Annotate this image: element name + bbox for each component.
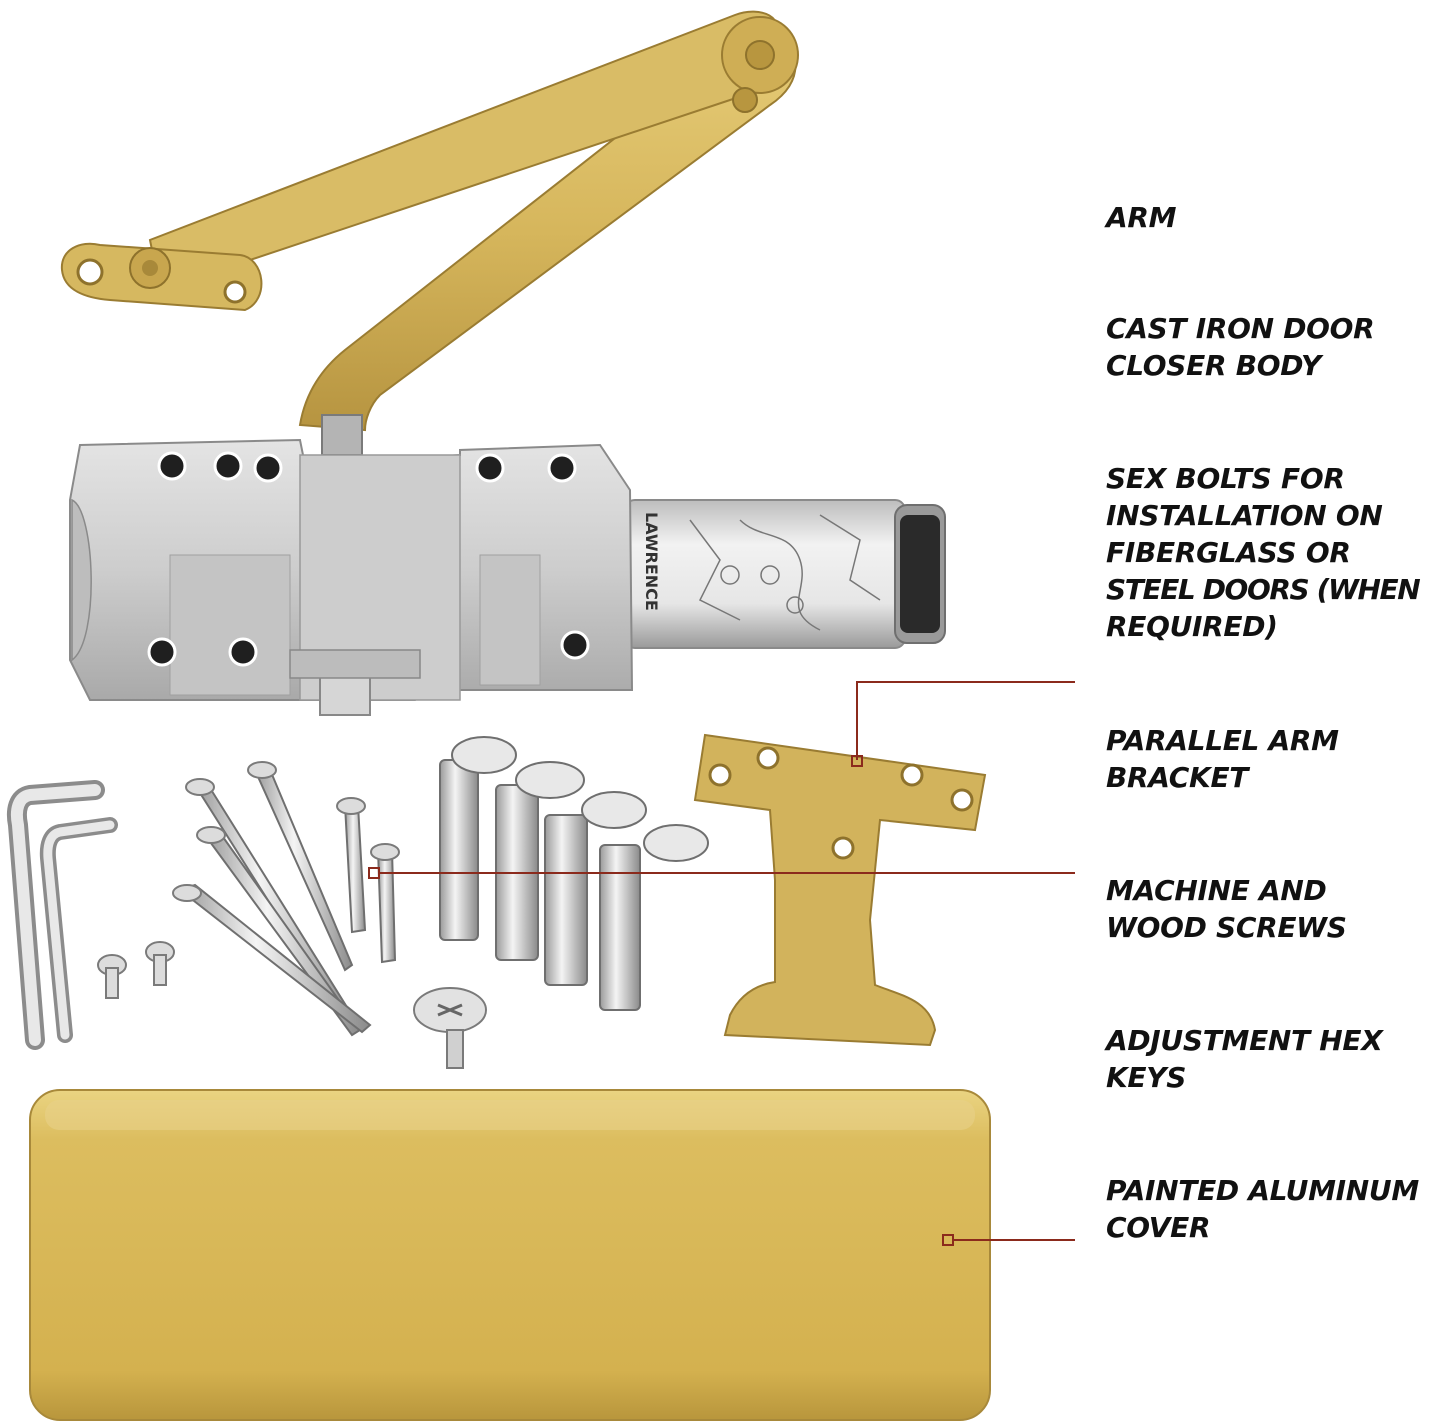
sex-bolts <box>439 736 709 1011</box>
label-line: INSTALLATION ON <box>1106 499 1383 532</box>
label-line: CAST IRON DOOR <box>1106 312 1375 345</box>
label-line: STEEL DOORS (WHEN <box>1106 573 1421 606</box>
label-painted-aluminum-cover: PAINTED ALUMINUM COVER <box>1106 1172 1445 1246</box>
screws-leader-marker <box>368 867 380 879</box>
cover-leader-marker <box>942 1234 954 1246</box>
label-adjustment-hex-keys: ADJUSTMENT HEX KEYS <box>1106 1022 1445 1096</box>
bracket-leader-line <box>856 681 1075 760</box>
closer-body: LAWRENCE <box>69 438 946 716</box>
label-line: REQUIRED) <box>1106 610 1278 643</box>
label-line: SEX BOLTS FOR <box>1106 462 1345 495</box>
label-parallel-arm-bracket: PARALLEL ARM BRACKET <box>1106 722 1445 796</box>
label-line: CLOSER BODY <box>1106 349 1321 382</box>
closer-arm <box>60 10 799 456</box>
label-line: FIBERGLASS OR <box>1106 536 1351 569</box>
machine-and-wood-screws <box>97 761 487 1069</box>
label-line: WOOD SCREWS <box>1106 911 1347 944</box>
label-line: KEYS <box>1106 1061 1187 1094</box>
parallel-arm-bracket <box>693 733 987 1047</box>
label-line: PAINTED ALUMINUM <box>1106 1174 1419 1207</box>
body-branding: LAWRENCE <box>642 512 661 611</box>
label-machine-and-wood-screws: MACHINE AND WOOD SCREWS <box>1106 872 1445 946</box>
label-line: ADJUSTMENT HEX <box>1106 1024 1383 1057</box>
hex-keys <box>6 780 118 1050</box>
label-sex-bolts: SEX BOLTS FOR INSTALLATION ON FIBERGLASS… <box>1106 460 1445 645</box>
label-line: COVER <box>1106 1211 1211 1244</box>
label-arm: ARM <box>1106 199 1445 236</box>
bracket-leader-marker <box>851 755 863 767</box>
label-line: MACHINE AND <box>1106 874 1327 907</box>
painted-aluminum-cover <box>29 1089 991 1421</box>
label-closer-body: CAST IRON DOOR CLOSER BODY <box>1106 310 1445 384</box>
leader-lines <box>368 681 1075 1246</box>
label-line: BRACKET <box>1106 761 1249 794</box>
label-line: PARALLEL ARM <box>1106 724 1339 757</box>
label-line: ARM <box>1106 201 1177 234</box>
